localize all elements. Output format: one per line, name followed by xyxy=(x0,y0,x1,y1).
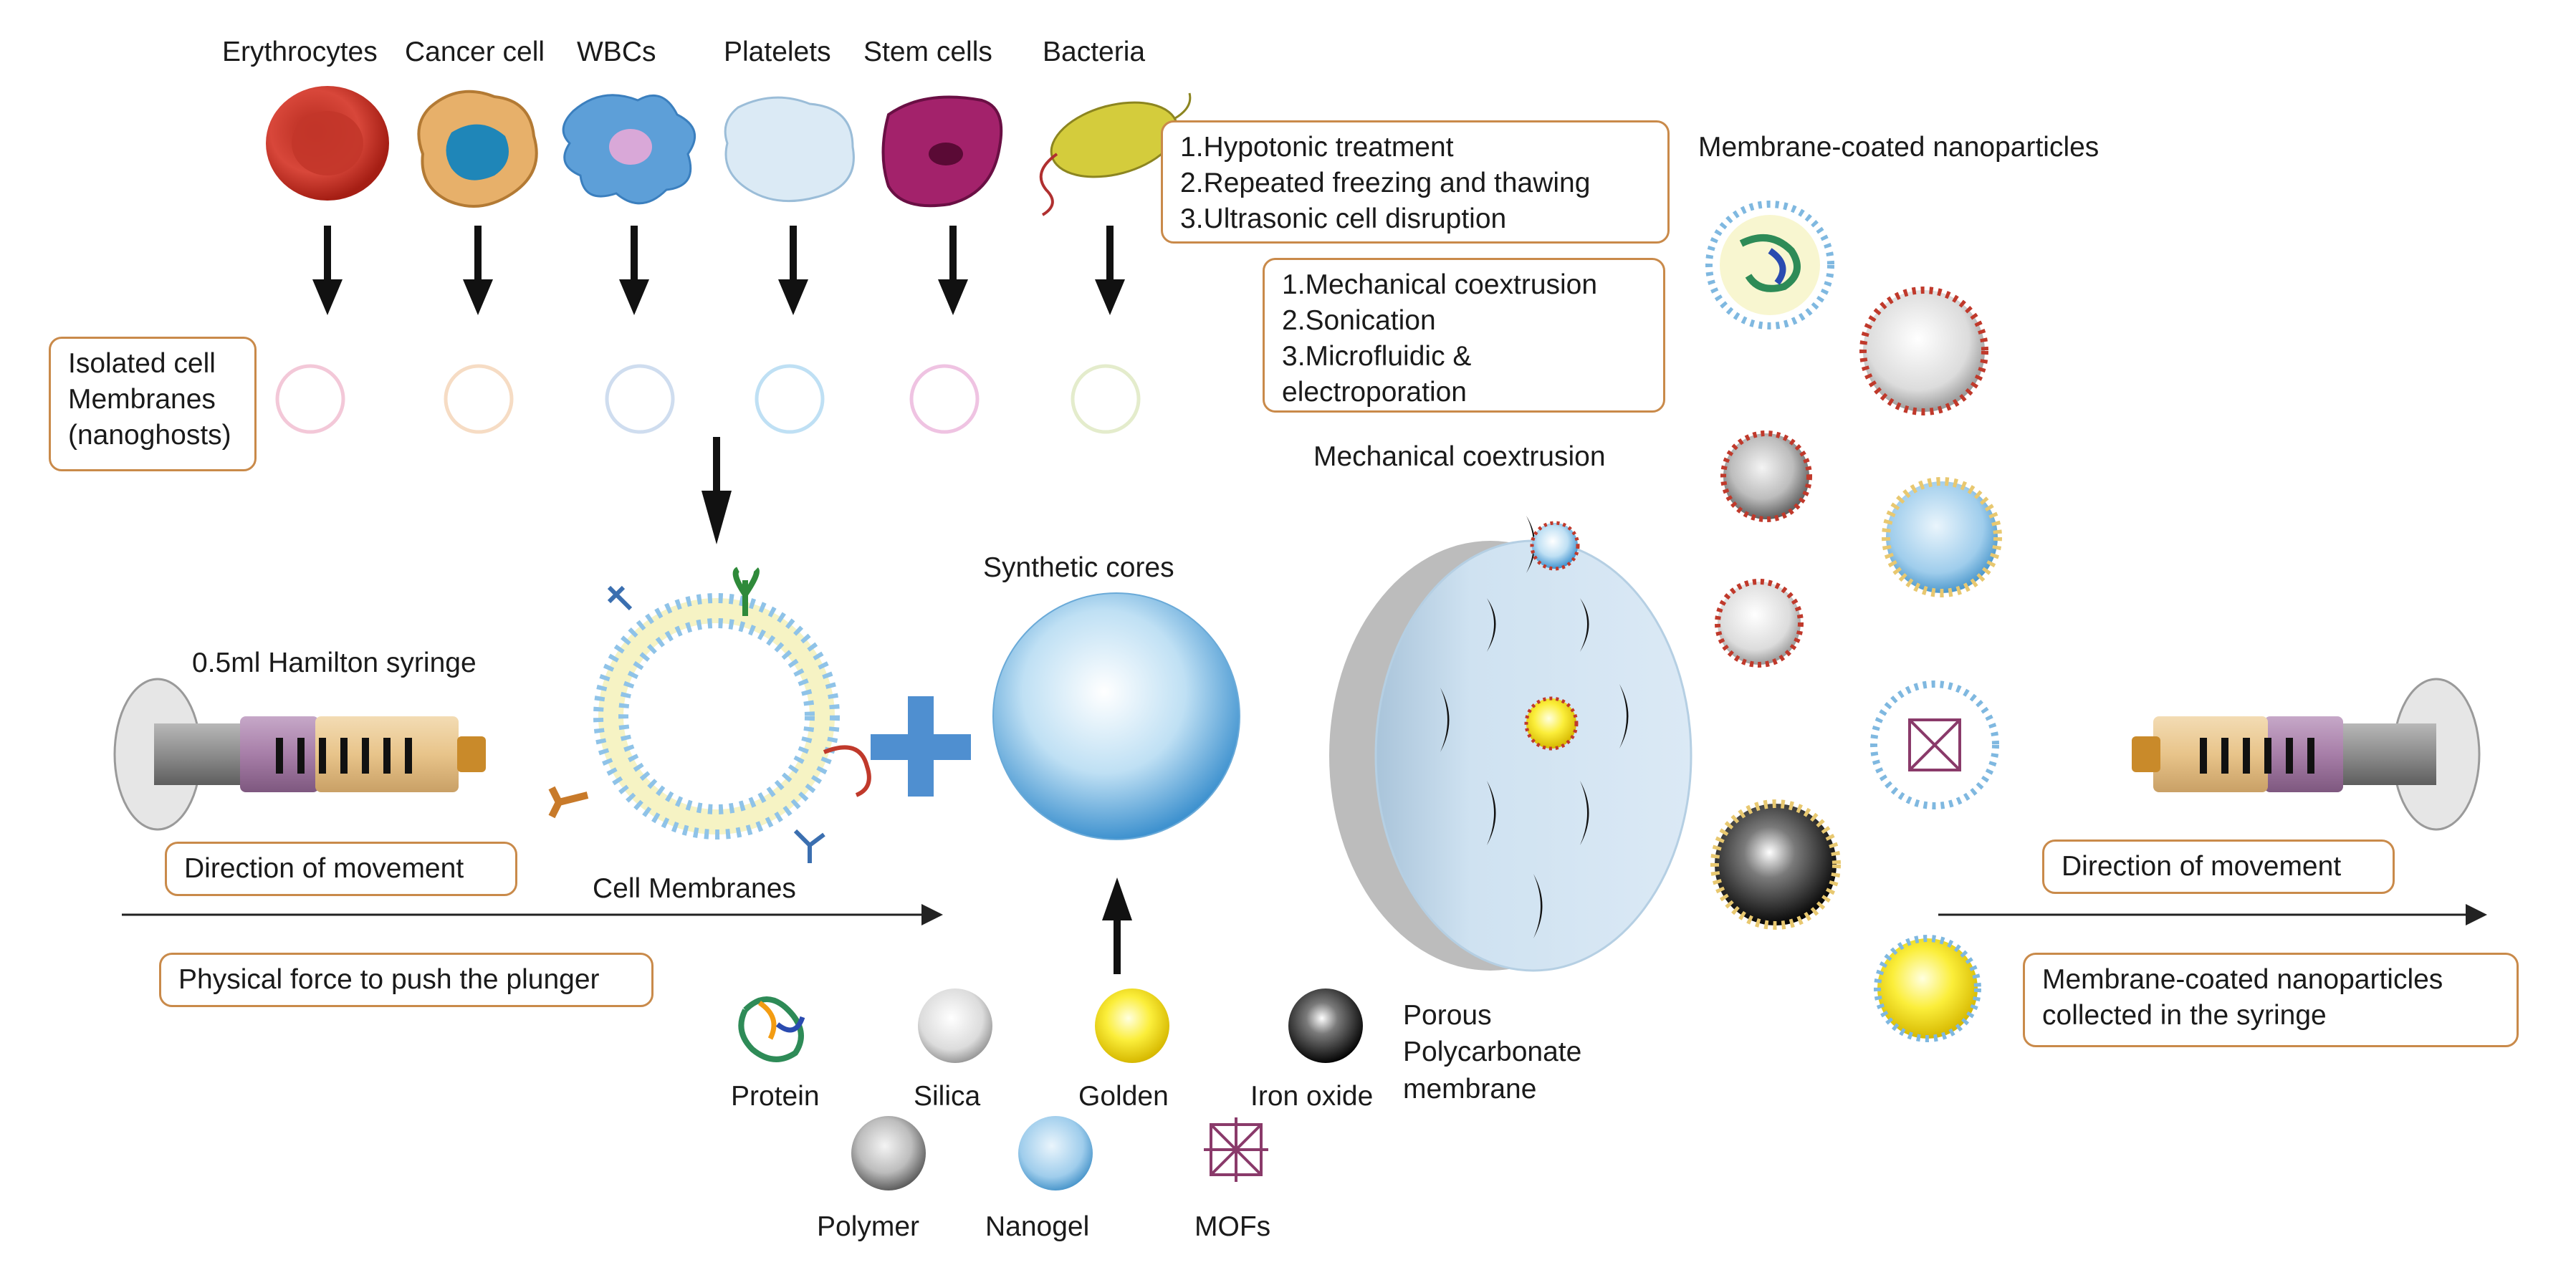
direction-left-box: Direction of movement xyxy=(165,842,517,896)
right-syringe-icon xyxy=(2132,678,2481,831)
collected-box: Membrane-coated nanoparticles collected … xyxy=(2023,953,2519,1047)
erythrocyte-icon xyxy=(266,86,389,201)
synthetic-core-icon xyxy=(992,592,1240,840)
synthetic-cores-title: Synthetic cores xyxy=(983,552,1174,583)
disruption-methods-box: 1.Hypotonic treatment 2.Repeated freezin… xyxy=(1161,120,1670,244)
cell-label-erythrocytes: Erythrocytes xyxy=(222,37,378,67)
core-label-mofs: MOFs xyxy=(1194,1211,1271,1242)
platelet-icon xyxy=(724,96,855,203)
porous-membrane-icon xyxy=(1329,516,1692,972)
mechanical-coextrusion-title: Mechanical coextrusion xyxy=(1313,441,1606,472)
silica-core-icon xyxy=(918,988,992,1063)
membrane-arrow xyxy=(702,437,732,544)
iron-oxide-core-icon xyxy=(1288,988,1363,1063)
nanoghost-icons xyxy=(275,364,1141,434)
cell-label-platelets: Platelets xyxy=(724,37,831,67)
wbc-icon xyxy=(562,94,696,205)
cell-label-wbcs: WBCs xyxy=(577,37,656,67)
cell-membrane-vesicle-icon xyxy=(548,567,871,863)
coating-methods-box: 1.Mechanical coextrusion 2.Sonication 3.… xyxy=(1263,258,1665,413)
core-label-nanogel: Nanogel xyxy=(985,1211,1090,1242)
porous-membrane-label: Porous Polycarbonate membrane xyxy=(1403,1000,1582,1105)
polymer-core-icon xyxy=(851,1116,926,1190)
mof-core-icon xyxy=(1204,1117,1268,1182)
core-arrow xyxy=(1102,877,1132,974)
membrane-coated-title: Membrane-coated nanoparticles xyxy=(1698,132,2099,163)
protein-core-icon xyxy=(738,988,813,1063)
core-label-golden: Golden xyxy=(1078,1081,1169,1112)
plus-icon xyxy=(871,696,971,797)
cell-to-membrane-arrows xyxy=(312,226,1125,315)
core-label-iron-oxide: Iron oxide xyxy=(1250,1081,1374,1112)
golden-core-icon xyxy=(1095,988,1169,1063)
left-syringe-icon xyxy=(113,678,486,831)
stem-cell-icon xyxy=(881,95,1003,208)
physical-force-box: Physical force to push the plunger xyxy=(159,953,653,1007)
cell-label-bacteria: Bacteria xyxy=(1043,37,1146,67)
cell-label-stem-cells: Stem cells xyxy=(863,37,992,67)
core-label-silica: Silica xyxy=(914,1081,981,1112)
isolated-membranes-box: Isolated cell Membranes (nanoghosts) xyxy=(49,337,257,471)
nanogel-core-icon xyxy=(1018,1116,1093,1190)
direction-right-box: Direction of movement xyxy=(2042,840,2395,894)
coated-nanoparticles-icons xyxy=(1705,201,2002,1042)
core-label-protein: Protein xyxy=(731,1081,820,1112)
syringe-label: 0.5ml Hamilton syringe xyxy=(192,648,477,678)
cancer-cell-icon xyxy=(417,90,538,208)
cell-membranes-label: Cell Membranes xyxy=(593,873,796,904)
cell-label-cancer-cell: Cancer cell xyxy=(405,37,545,67)
core-label-polymer: Polymer xyxy=(817,1211,920,1242)
